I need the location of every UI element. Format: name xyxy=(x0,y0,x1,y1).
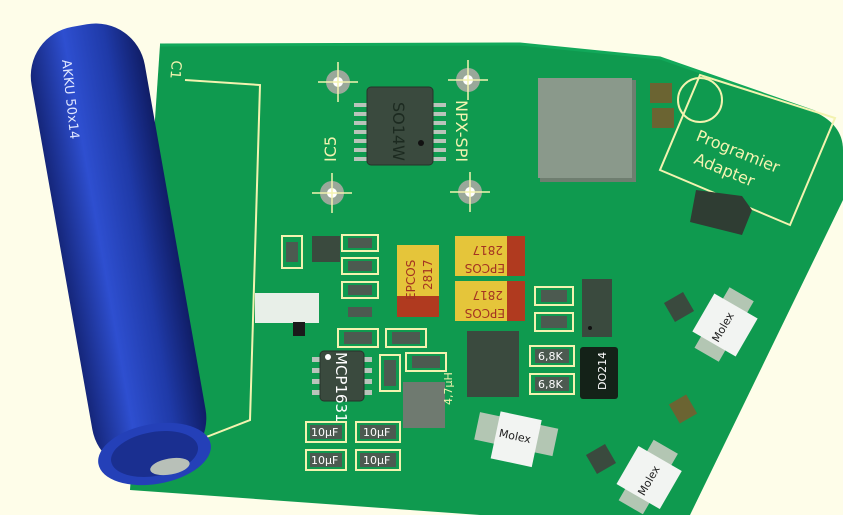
mounting-holes xyxy=(312,60,490,213)
soic8-chip xyxy=(582,279,612,337)
svg-text:DO214: DO214 xyxy=(596,352,609,390)
battery-ref-label: C1 xyxy=(166,60,184,80)
board-edge-highlight xyxy=(159,42,816,114)
molex-connector-3: Molex xyxy=(616,439,682,515)
svg-text:10µF: 10µF xyxy=(311,426,338,439)
resistor-6k8-1: 6,8K xyxy=(529,345,575,367)
sot-parts xyxy=(585,291,698,475)
svg-text:EPCOS: EPCOS xyxy=(465,306,505,320)
battery-cylinder xyxy=(30,23,211,486)
svg-text:EPCOS: EPCOS xyxy=(465,261,505,275)
epcos-capacitor-3: 2817 EPCOS xyxy=(455,281,525,321)
svg-text:SO14W: SO14W xyxy=(389,102,408,161)
svg-text:MCP1631: MCP1631 xyxy=(332,352,350,423)
svg-text:6,8K: 6,8K xyxy=(538,378,563,391)
svg-text:EPCOS: EPCOS xyxy=(404,260,418,300)
svg-text:10µF: 10µF xyxy=(311,454,338,467)
shield-module xyxy=(538,78,636,182)
resistor-6k8-2: 6,8K xyxy=(529,373,575,395)
svg-text:C1: C1 xyxy=(166,60,184,80)
svg-text:10µF: 10µF xyxy=(363,454,390,467)
ic5-chip: SO14W xyxy=(354,86,446,166)
ic5-ref-label: IC5 xyxy=(321,136,340,162)
epcos-capacitor-2: 2817 EPCOS xyxy=(455,236,525,276)
svg-text:2817: 2817 xyxy=(421,259,435,290)
capacitor-10uf-2: 10µF xyxy=(355,421,401,443)
molex-connector-2: Molex xyxy=(692,287,758,362)
svg-text:NPX-SPI: NPX-SPI xyxy=(452,100,471,162)
svg-text:6,8K: 6,8K xyxy=(538,350,563,363)
programmer-connector xyxy=(690,190,752,235)
mcp-regulator: MCP1631 xyxy=(312,350,372,423)
svg-text:4,7µH: 4,7µH xyxy=(442,372,455,405)
sot-transistors xyxy=(650,83,674,128)
inductor: 4,7µH xyxy=(403,372,455,428)
epcos-capacitor-1: EPCOS 2817 xyxy=(397,245,439,317)
svg-text:10µF: 10µF xyxy=(363,426,390,439)
do214-diode: DO214 xyxy=(580,347,618,399)
pcb-board xyxy=(130,44,843,515)
molex-connector-1: Molex xyxy=(474,411,559,468)
npx-spi-label: NPX-SPI xyxy=(452,100,471,162)
capacitor-10uf-4: 10µF xyxy=(355,449,401,471)
power-mosfet xyxy=(467,331,519,397)
svg-text:2817: 2817 xyxy=(472,243,503,257)
slide-switch xyxy=(255,293,319,336)
svg-text:2817: 2817 xyxy=(472,288,503,302)
capacitor-10uf-3: 10µF xyxy=(305,449,347,471)
capacitor-10uf-1: 10µF xyxy=(305,421,347,443)
svg-text:IC5: IC5 xyxy=(321,136,340,162)
smd-passives xyxy=(281,234,574,392)
